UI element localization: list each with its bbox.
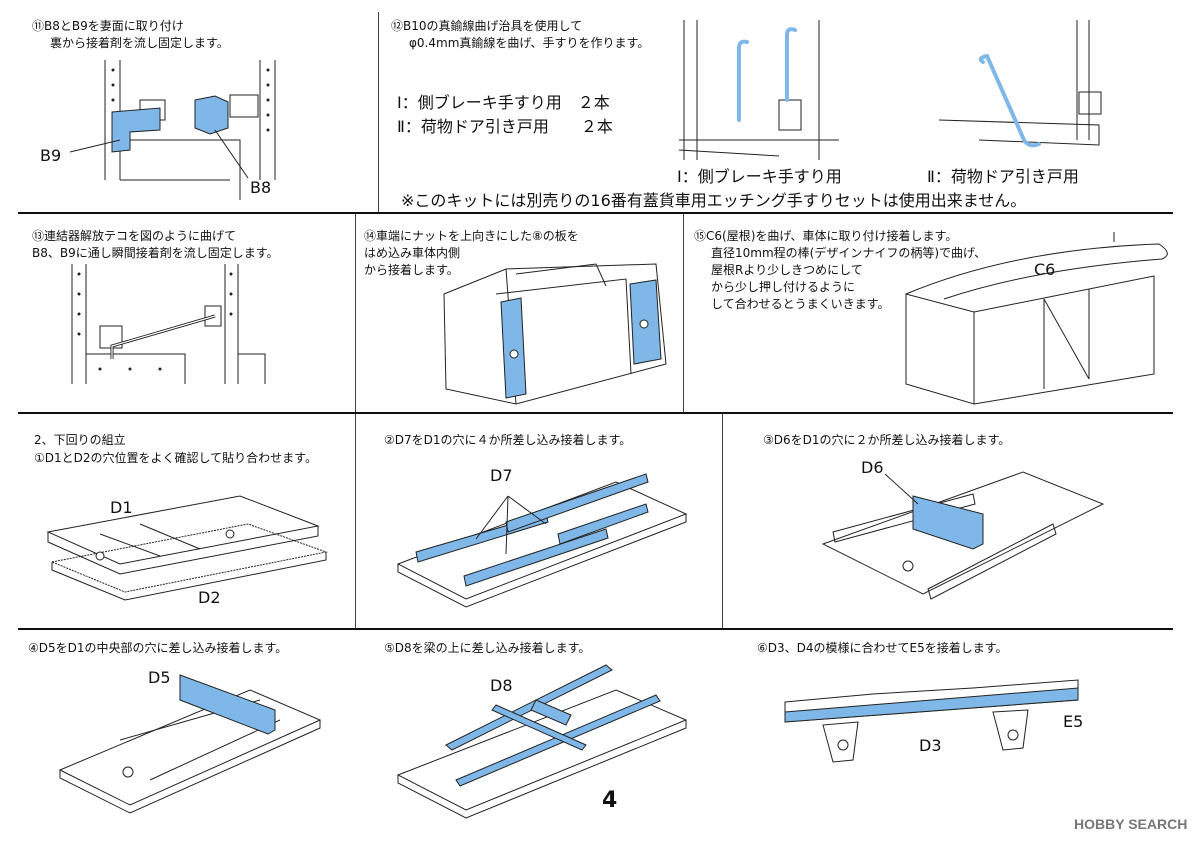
under-4-illustration <box>58 674 322 814</box>
step-12-illustration <box>678 20 1102 160</box>
step-12-caption1: Ⅰ：側ブレーキ手すり用 <box>677 167 842 186</box>
under-6-panel: ⑥D3、D4の模様に合わせてE5を接着します。 D3 E5 <box>723 630 1179 841</box>
under-1-heading: 2、下回りの組立 <box>34 433 126 447</box>
under-6-illustration <box>784 679 1079 763</box>
step-12-line2: φ0.4mm真鍮線を曲げ、手すりを作ります。 <box>409 36 650 50</box>
label-d6: D6 <box>861 458 884 477</box>
step-14-line3: から接着します。 <box>364 263 459 277</box>
under-3-line1: ③D6をD1の穴に２か所差し込み接着します。 <box>763 433 1011 447</box>
watermark: HOBBY SEARCH <box>1074 816 1188 832</box>
under-1-illustration <box>46 495 328 601</box>
divider-v3 <box>683 214 684 412</box>
under-2-illustration <box>396 473 688 608</box>
divider-v5 <box>722 414 723 628</box>
step-11-line1: ⑪B8とB9を妻面に取り付け <box>32 19 184 33</box>
label-d5: D5 <box>148 668 171 687</box>
divider-row1 <box>18 212 1173 214</box>
label-c6: C6 <box>1034 260 1056 279</box>
under-5-line1: ⑤D8を梁の上に差し込み接着します。 <box>384 641 591 655</box>
under-5-illustration <box>396 664 688 819</box>
step-14-line1: ⑭車端にナットを上向きにした⑧の板を <box>364 229 579 243</box>
page-number: 4 <box>602 788 618 813</box>
label-d2: D2 <box>198 588 221 607</box>
step-13-panel: ⑬連結器解放テコを図のように曲げて B8、B9に通し瞬間接着剤を流し固定します。 <box>0 214 355 412</box>
divider-v1 <box>378 12 379 212</box>
step-15-line3: 屋根Rより少しきつめにして <box>711 263 863 277</box>
step-11-panel: ⑪B8とB9を妻面に取り付け 裏から接着剤を流し固定します。 B9 B8 <box>0 0 378 212</box>
divider-row3 <box>18 628 1173 630</box>
under-1-line1: ①D1とD2の穴位置をよく確認して貼り合わせます。 <box>34 451 317 465</box>
label-d7: D7 <box>490 466 513 485</box>
label-d8: D8 <box>490 676 513 695</box>
divider-v4 <box>355 414 356 628</box>
step-12-line1: ⑫B10の真鍮線曲げ治具を使用して <box>391 19 583 33</box>
under-1-panel: 2、下回りの組立 ①D1とD2の穴位置をよく確認して貼り合わせます。 D1 D2 <box>0 414 355 628</box>
step-15-panel: ⑮C6(屋根)を曲げ、車体に取り付け接着します。 直径10mm程の棒(デザインナ… <box>684 214 1179 412</box>
step-13-illustration <box>71 264 266 384</box>
step-15-line2: 直径10mm程の棒(デザインナイフの柄等)で曲げ、 <box>711 246 987 260</box>
under-2-line1: ②D7をD1の穴に４か所差し込み接着します。 <box>384 433 632 447</box>
step-13-line1: ⑬連結器解放テコを図のように曲げて <box>32 229 237 243</box>
label-b8: B8 <box>250 178 272 197</box>
label-e5: E5 <box>1063 712 1084 731</box>
step-14-panel: ⑭車端にナットを上向きにした⑧の板を はめ込み車体内側 から接着します。 <box>356 214 683 412</box>
label-d1: D1 <box>110 498 133 517</box>
step-14-illustration <box>443 263 667 405</box>
step-12-caption2: Ⅱ：荷物ドア引き戸用 <box>927 167 1079 186</box>
under-3-panel: ③D6をD1の穴に２か所差し込み接着します。 D6 <box>723 414 1179 628</box>
step-15-line4: から少し押し付けるように <box>711 280 856 294</box>
under-3-illustration <box>821 471 1105 600</box>
step-11-line2: 裏から接着剤を流し固定します。 <box>50 36 229 50</box>
step-12-note: ※このキットには別売りの16番有蓋貨車用エッチング手すりセットは使用出来ません。 <box>401 191 1027 210</box>
step-15-illustration <box>905 232 1168 405</box>
step-12-item1: Ⅰ：側ブレーキ手すり用 ２本 <box>397 93 610 112</box>
step-15-line1: ⑮C6(屋根)を曲げ、車体に取り付け接着します。 <box>694 229 958 243</box>
under-6-line1: ⑥D3、D4の模様に合わせてE5を接着します。 <box>757 641 1008 655</box>
step-12-item2: Ⅱ：荷物ドア引き戸用 ２本 <box>397 117 613 136</box>
step-14-line2: はめ込み車体内側 <box>364 246 461 260</box>
label-b9: B9 <box>40 146 62 165</box>
under-2-panel: ②D7をD1の穴に４か所差し込み接着します。 D7 <box>356 414 722 628</box>
divider-row2 <box>18 412 1173 414</box>
under-4-panel: ④D5をD1の中央部の穴に差し込み接着します。 D5 <box>0 630 355 841</box>
divider-v2 <box>355 214 356 412</box>
step-13-line2: B8、B9に通し瞬間接着剤を流し固定します。 <box>32 246 279 260</box>
step-11-illustration <box>69 60 276 200</box>
label-d3: D3 <box>919 736 942 755</box>
under-5-panel: ⑤D8を梁の上に差し込み接着します。 D8 <box>356 630 722 841</box>
step-12-panel: ⑫B10の真鍮線曲げ治具を使用して φ0.4mm真鍮線を曲げ、手すりを作ります。… <box>379 0 1179 212</box>
step-15-line5: して合わせるとうまくいきます。 <box>711 297 890 311</box>
under-4-line1: ④D5をD1の中央部の穴に差し込み接着します。 <box>28 641 288 655</box>
